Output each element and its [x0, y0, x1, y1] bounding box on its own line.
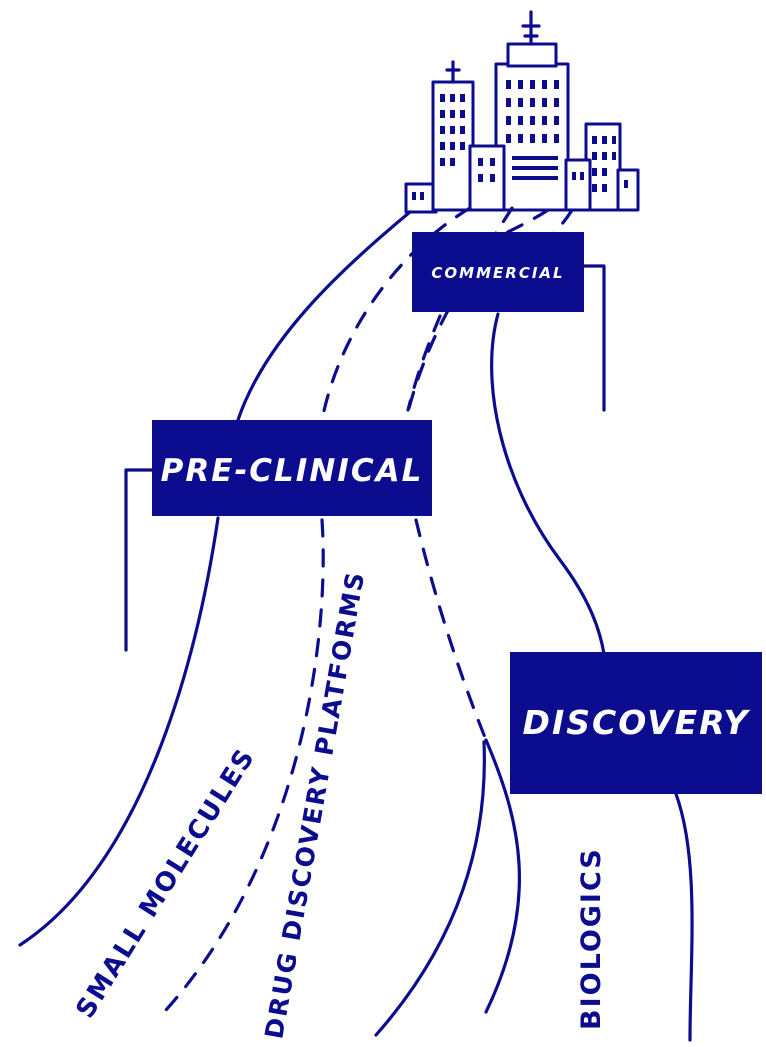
road-label-drug-discovery-platforms: DRUG DISCOVERY PLATFORMS	[259, 568, 370, 1041]
city-skyline-icon	[404, 10, 640, 214]
stage-commercial: COMMERCIAL	[412, 232, 606, 412]
stage-preclinical-label: PRE-CLINICAL	[161, 453, 424, 489]
stage-preclinical: PRE-CLINICAL	[124, 420, 432, 652]
road-label-small-molecules: SMALL MOLECULES	[70, 743, 261, 1024]
stage-discovery: DISCOVERY	[510, 652, 762, 794]
skyline-windows	[412, 80, 628, 200]
stage-discovery-label: DISCOVERY	[523, 703, 751, 742]
road-label-biologics: BIOLOGICS	[576, 847, 607, 1030]
stage-commercial-label: COMMERCIAL	[431, 264, 564, 282]
road-label-biologics-group: BIOLOGICS	[576, 847, 607, 1030]
road-label-small-molecules-group: SMALL MOLECULES	[70, 743, 261, 1024]
road-label-drug-discovery-platforms-group: DRUG DISCOVERY PLATFORMS	[259, 568, 370, 1041]
